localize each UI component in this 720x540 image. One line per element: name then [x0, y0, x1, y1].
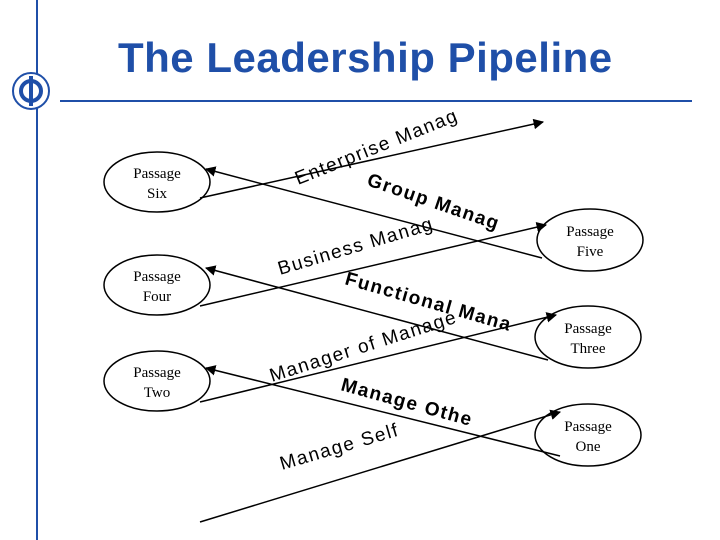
arrow-self-to-passage-one — [199, 409, 562, 523]
passage-two-node — [103, 350, 211, 412]
page-title: The Leadership Pipeline — [118, 34, 613, 81]
circle-logo-icon — [12, 72, 50, 110]
arrow-four-to-five — [199, 222, 548, 307]
arrow-two-to-three — [199, 312, 558, 403]
arrow-passage-one-to-two — [204, 365, 561, 457]
arrow-three-to-four — [204, 265, 549, 361]
passage-three-node — [534, 305, 642, 369]
arrow-six-to-top — [199, 118, 545, 199]
left-rule — [36, 0, 38, 540]
passage-five-node — [536, 208, 644, 272]
label-enterprise-manager: Enterprise Manager — [0, 0, 461, 190]
title-underline — [60, 100, 692, 102]
passage-one-node — [534, 403, 642, 467]
label-manage-others: Manage Others — [0, 0, 474, 431]
passage-six-node — [103, 151, 211, 213]
passage-four-node — [103, 254, 211, 316]
label-functional-manager: Functional Manager — [0, 0, 514, 336]
